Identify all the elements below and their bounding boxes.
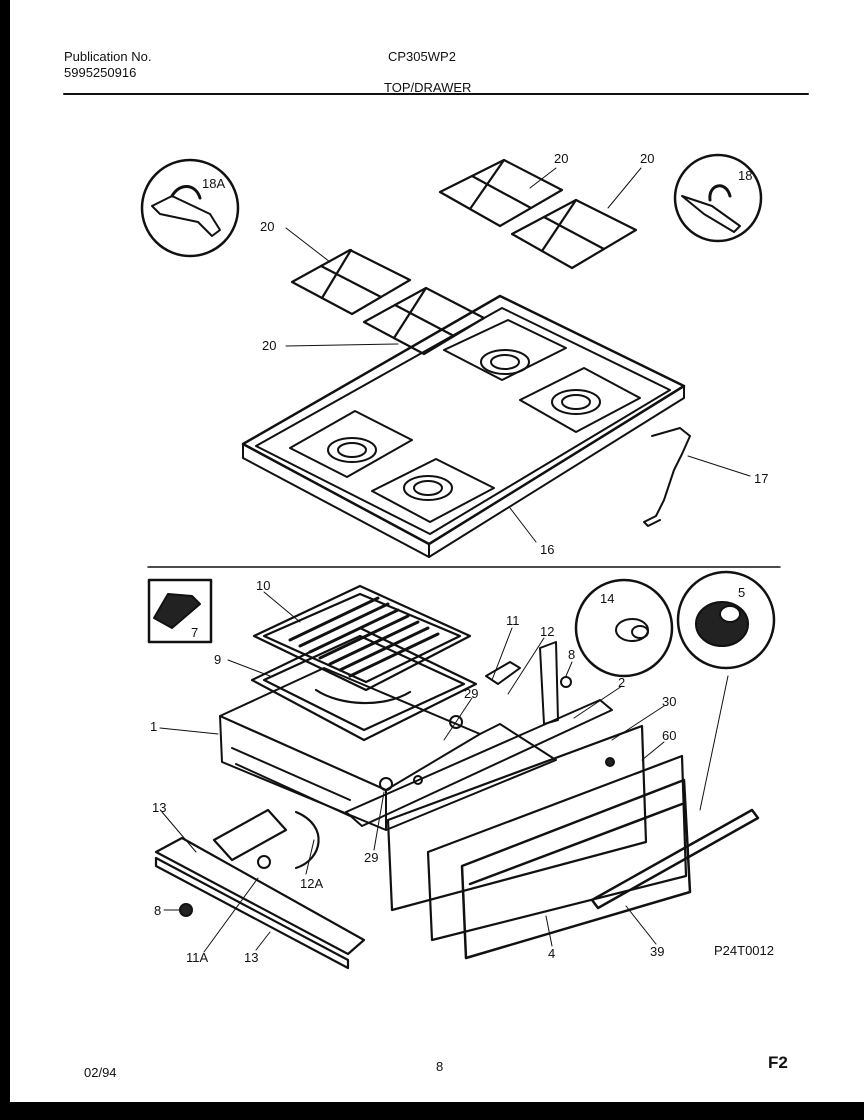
- callout-18A: 18A: [202, 176, 226, 191]
- leader-lines: [285, 167, 751, 543]
- callout-13: 13: [244, 950, 259, 965]
- model-number: CP305WP2: [388, 49, 456, 64]
- callout-7: 7: [191, 625, 199, 640]
- leader-lines: [159, 591, 729, 953]
- inset-box-7: [147, 578, 213, 644]
- bracket-17: [643, 427, 691, 527]
- callout-2: 2: [618, 675, 626, 690]
- knob-circle-5: [676, 570, 776, 670]
- burner-plate: [371, 458, 495, 523]
- callout-10: 10: [256, 578, 271, 593]
- callout-20: 20: [260, 219, 275, 234]
- burner-plate: [443, 319, 567, 381]
- cooktop-16: [241, 294, 686, 558]
- callout-12A: 12A: [300, 876, 324, 891]
- drawer-panel-60: [426, 754, 688, 942]
- callout-12: 12: [540, 624, 555, 639]
- callout-14: 14: [600, 591, 615, 606]
- diagram-code: P24T0012: [714, 943, 774, 958]
- publication-number: 5995250916: [64, 65, 137, 80]
- callout-8: 8: [568, 647, 576, 662]
- footer-page: 8: [436, 1059, 444, 1074]
- callout-5: 5: [738, 585, 746, 600]
- grate-20: [290, 158, 638, 356]
- callout-29: 29: [464, 686, 479, 701]
- footer-figure: F2: [768, 1053, 788, 1072]
- inset-circle-18A: [140, 158, 240, 258]
- callout-30: 30: [662, 694, 677, 709]
- burner-plate: [519, 367, 641, 433]
- drawer-panel-30: [386, 724, 648, 912]
- burner-plate: [289, 410, 413, 478]
- drawer-frame-1: [219, 667, 557, 831]
- callout-29: 29: [364, 850, 379, 865]
- callout-20: 20: [262, 338, 277, 353]
- trim-2: [345, 699, 613, 827]
- callout-1: 1: [150, 719, 158, 734]
- callout-60: 60: [662, 728, 677, 743]
- bracket-11-12: [485, 641, 572, 725]
- footer-date: 02/94: [84, 1065, 117, 1080]
- callout-18: 18: [738, 168, 753, 183]
- callout-11A: 11A: [186, 950, 209, 965]
- callout-9: 9: [214, 652, 222, 667]
- callout-13: 13: [152, 800, 167, 815]
- callout-17: 17: [754, 471, 769, 486]
- broiler-pan-9: [250, 626, 478, 742]
- section-title: TOP/DRAWER: [384, 80, 472, 95]
- callout-16: 16: [540, 542, 555, 557]
- callout-4: 4: [548, 946, 556, 961]
- inset-circle-18: [673, 153, 763, 243]
- small-parts: [179, 715, 615, 917]
- handle-39: [590, 808, 760, 910]
- callout-20: 20: [554, 151, 569, 166]
- callout-11: 11: [506, 613, 520, 628]
- drawer-front-4: [460, 778, 692, 960]
- knob-circle-14: [574, 578, 674, 678]
- callout-8: 8: [154, 903, 162, 918]
- rail-13: [154, 808, 366, 970]
- callout-20: 20: [640, 151, 655, 166]
- callout-39: 39: [650, 944, 665, 959]
- publication-label: Publication No.: [64, 49, 152, 64]
